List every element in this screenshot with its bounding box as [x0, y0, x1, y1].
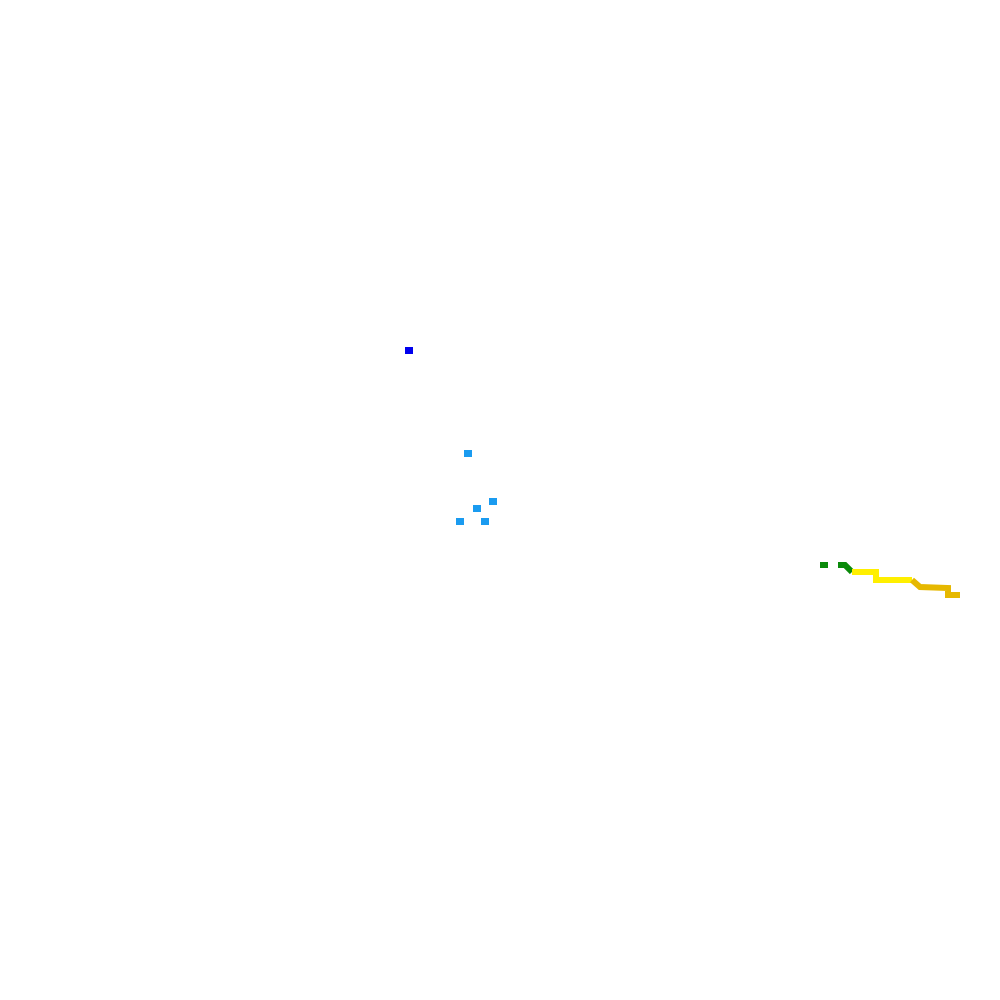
map-marker-light-blue[interactable] — [464, 450, 472, 457]
track-gold-segment[interactable] — [910, 577, 960, 598]
map-marker-light-blue[interactable] — [481, 518, 489, 525]
track-yellow-segment[interactable] — [852, 569, 912, 583]
map-marker-blue[interactable] — [405, 347, 413, 354]
map-marker-light-blue[interactable] — [456, 518, 464, 525]
map-marker-light-blue[interactable] — [489, 498, 497, 505]
track-green-start-marker[interactable] — [820, 562, 828, 568]
track-green-segment[interactable] — [838, 562, 855, 575]
map-marker-light-blue[interactable] — [473, 505, 481, 512]
